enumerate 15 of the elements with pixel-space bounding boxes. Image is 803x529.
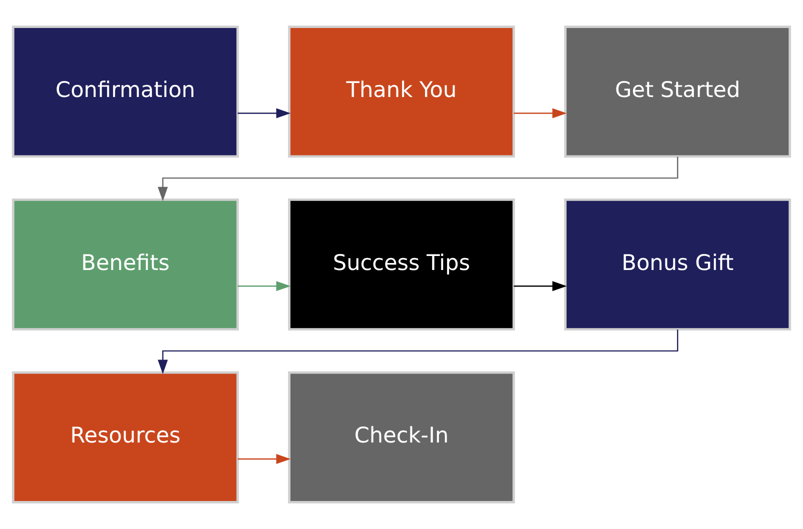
node-box: Benefits	[12, 198, 239, 331]
arrow	[514, 108, 567, 118]
arrow	[238, 454, 291, 464]
arrow	[158, 330, 678, 374]
node-box: Check-In	[288, 371, 515, 504]
arrow	[514, 281, 567, 292]
arrow	[238, 108, 291, 118]
arrow	[238, 281, 291, 292]
node-box: Confirmation	[12, 26, 239, 158]
arrow	[158, 156, 678, 202]
node-box: Resources	[12, 371, 239, 504]
node-box: Success Tips	[288, 198, 515, 331]
node-box: Bonus Gift	[564, 198, 792, 331]
node-box: Get Started	[564, 26, 792, 158]
node-box: Thank You	[288, 26, 515, 158]
